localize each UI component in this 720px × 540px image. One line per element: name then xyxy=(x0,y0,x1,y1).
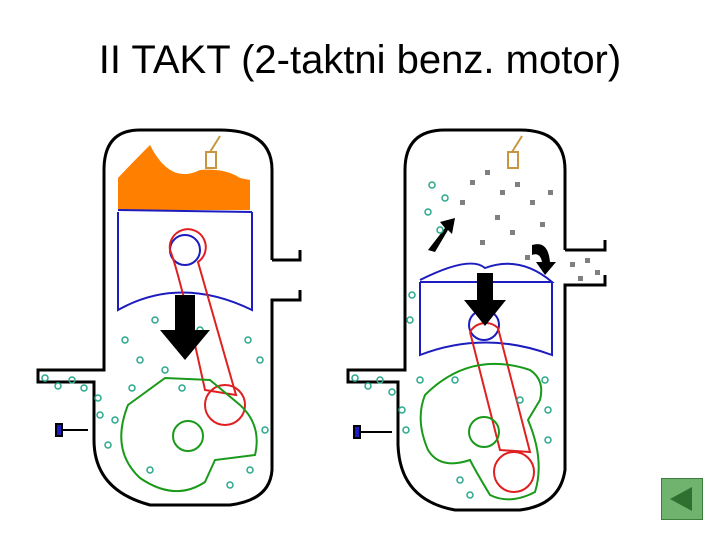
scavenge-particles-right xyxy=(351,181,552,499)
connecting-rod-left xyxy=(168,228,238,397)
piston-top-right xyxy=(419,262,555,283)
piston-body-right xyxy=(419,282,553,357)
slide-title: II TAKT (2-taktni benz. motor) xyxy=(98,38,622,82)
crankshaft-web-right xyxy=(419,362,543,501)
scavenge-particles-left xyxy=(41,316,269,489)
crank-pin-left xyxy=(204,384,246,426)
connecting-rod-right xyxy=(469,322,532,454)
engine-right-housing xyxy=(346,128,607,512)
carburetor-left xyxy=(55,423,88,437)
back-nav-button[interactable] xyxy=(661,478,703,520)
exhaust-gas-particles xyxy=(460,170,600,281)
triangle-left-icon xyxy=(670,487,692,511)
curved-arrow-right xyxy=(532,244,556,275)
crankshaft-main-right xyxy=(468,416,500,448)
engine-left xyxy=(36,128,302,507)
carburetor-right xyxy=(353,425,392,439)
spark-plug-left xyxy=(205,135,221,169)
spark-plug-right xyxy=(507,135,523,169)
curved-arrow-left xyxy=(428,218,455,252)
engine-left-housing xyxy=(36,128,302,507)
crank-pin-right xyxy=(493,451,535,493)
engine-right xyxy=(346,128,607,512)
piston-top-left xyxy=(117,209,253,213)
crankshaft-main-left xyxy=(172,420,204,452)
down-arrow-right xyxy=(464,273,506,326)
crankshaft-web-left xyxy=(120,376,258,493)
down-arrow-left xyxy=(160,295,210,360)
combustion-flame xyxy=(118,145,250,210)
